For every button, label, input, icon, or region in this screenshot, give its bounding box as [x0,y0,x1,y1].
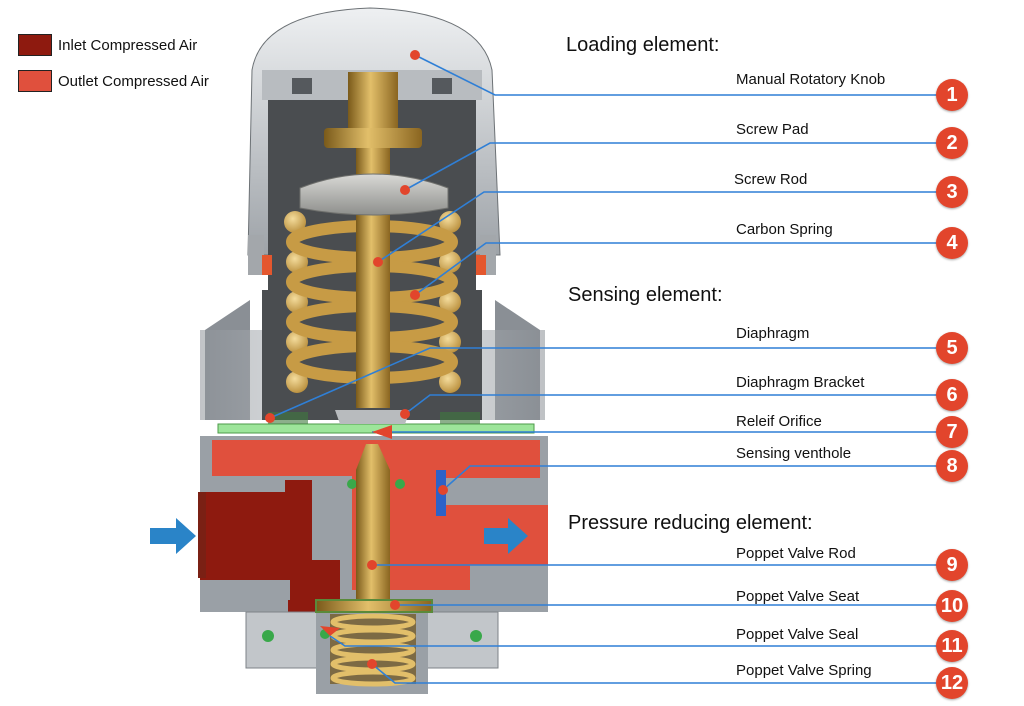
legend-item-outlet: Outlet Compressed Air [18,70,209,92]
part-label-7: Releif Orifice [736,413,822,430]
part-label-6: Diaphragm Bracket [736,374,865,391]
section-title-loading: Loading element: [566,34,720,56]
legend-item-inlet: Inlet Compressed Air [18,34,197,56]
part-badge-12: 12 [936,667,968,699]
legend-swatch-inlet [18,34,52,56]
part-label-10: Poppet Valve Seat [736,588,860,605]
screw-pad [299,173,449,216]
part-badge-9: 9 [936,549,968,581]
callout-dots [265,50,448,669]
part-badge-11: 11 [936,630,968,662]
section-title-pressure-reducing: Pressure reducing element: [568,512,813,534]
callout-lines [269,54,940,684]
legend-label-outlet: Outlet Compressed Air [58,72,209,90]
part-badge-7: 7 [936,416,968,448]
legend-swatch-outlet [18,70,52,92]
outlet-flow-arrow [484,518,528,554]
part-label-12: Poppet Valve Spring [736,662,872,679]
part-badge-2: 2 [936,127,968,159]
part-label-2: Screw Pad [736,121,809,138]
legend-label-inlet: Inlet Compressed Air [58,36,198,54]
part-label-1: Manual Rotatory Knob [736,71,886,88]
part-badge-8: 8 [936,450,968,482]
part-badge-1: 1 [936,79,968,111]
part-label-5: Diaphragm [736,325,810,342]
part-badge-10: 10 [936,590,968,622]
part-label-11: Poppet Valve Seal [736,626,859,643]
diaphragm-assembly [217,410,535,434]
part-label-3: Screw Rod [734,171,808,188]
poppet-valve-rod [356,444,390,600]
part-label-9: Poppet Valve Rod [736,545,856,562]
part-badge-6: 6 [936,379,968,411]
section-title-sensing: Sensing element: [568,284,723,306]
part-label-8: Sensing venthole [736,445,852,462]
part-badge-5: 5 [936,332,968,364]
poppet-valve-spring [330,613,416,687]
part-label-4: Carbon Spring [736,221,833,238]
inlet-flow-arrow [150,518,196,554]
part-badge-3: 3 [936,176,968,208]
part-badge-4: 4 [936,227,968,259]
poppet-valve-seat [315,599,433,613]
